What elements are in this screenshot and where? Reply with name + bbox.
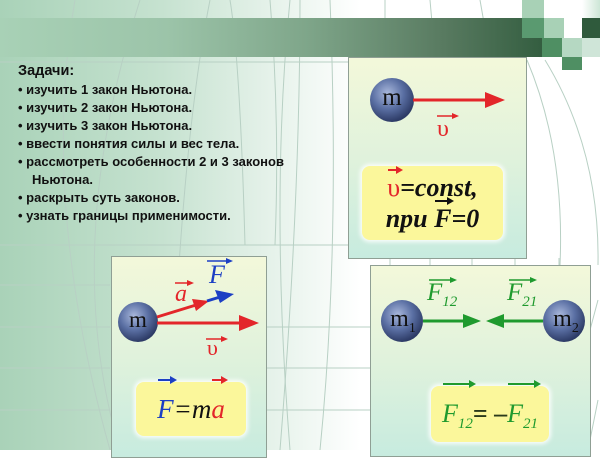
force12-subscript: 12 [442, 294, 458, 310]
velocity-label: υ [437, 116, 449, 142]
formula-equals-minus: = – [472, 399, 508, 428]
mass2-symbol: m [553, 306, 572, 332]
mass-label: m [382, 84, 402, 111]
mass2-ball [543, 300, 585, 342]
acceleration-label: a [175, 281, 187, 307]
force-arrow [206, 295, 221, 303]
newton2-formula: F=ma [136, 376, 246, 436]
task-item: • рассмотреть особенности 2 и 3 законов [18, 154, 284, 169]
mass1-symbol: m [390, 306, 409, 332]
task-item: • узнать границы применимости. [18, 208, 231, 223]
decor-square [562, 38, 582, 57]
decor-square [544, 18, 564, 38]
mass1-label: m1 [381, 306, 425, 337]
task-item: • изучить 3 закон Ньютона. [18, 118, 193, 133]
newton1-diagram [370, 78, 505, 122]
decor-square [522, 0, 544, 18]
formula-mass: =m [173, 394, 212, 424]
formula-const: =const, [400, 173, 478, 202]
mass-label: m [129, 307, 147, 332]
formula-force21-subscript: 21 [523, 416, 539, 433]
mass2-label: m2 [542, 306, 590, 337]
formula-zero: =0 [451, 204, 480, 233]
decor-square [542, 38, 562, 57]
velocity-label: υ [207, 335, 218, 360]
acceleration-arrow [156, 303, 197, 319]
formula-force21-symbol: F [507, 399, 524, 428]
tasks-list: Задачи: • изучить 1 закон Ньютона. • изу… [18, 62, 284, 225]
decor-square [582, 0, 600, 18]
force-label: F [209, 260, 225, 289]
force21-symbol: F [507, 279, 523, 306]
mass1-ball [381, 300, 423, 342]
formula-force12-subscript: 12 [457, 416, 473, 433]
decor-square [562, 57, 582, 70]
formula-condition: npu [385, 204, 435, 233]
task-item: • ввести понятия силы и вес тела. [18, 136, 240, 151]
newton3-formula: F12= –F21 [431, 379, 549, 442]
force12-label: F12 [427, 280, 457, 315]
mass2-subscript: 2 [571, 320, 579, 336]
mass-ball [118, 302, 158, 342]
newton-third-law-panel: m1 m2 F12 F21 F12= –F21 [370, 265, 591, 457]
header-banner [0, 18, 555, 57]
task-item-continuation: Ньютона. [32, 172, 93, 187]
task-item: • изучить 1 закон Ньютона. [18, 82, 193, 97]
formula-acceleration: a [211, 376, 228, 436]
newton-first-law-panel: m υ υ=const, npu F=0 [348, 57, 527, 259]
mass1-subscript: 1 [408, 320, 416, 336]
decor-square [582, 18, 600, 38]
arrowhead-icon [485, 92, 505, 108]
decor-square [582, 38, 600, 57]
formula-force12: F12 [441, 379, 476, 452]
formula-force21: F21 [507, 379, 541, 452]
formula-force12-symbol: F [441, 399, 458, 428]
newton3-diagram [381, 277, 585, 342]
formula-force: F [434, 197, 455, 233]
task-item: • раскрыть суть законов. [18, 190, 180, 205]
formula-velocity: υ [387, 166, 403, 202]
force21-subscript: 21 [522, 294, 538, 310]
newton1-formula: υ=const, npu F=0 [362, 166, 503, 240]
arrowhead-icon [486, 314, 504, 328]
task-item: • изучить 2 закон Ньютона. [18, 100, 193, 115]
force21-label: F21 [507, 280, 537, 315]
force12-symbol: F [427, 279, 443, 306]
arrowhead-icon [463, 314, 481, 328]
newton2-diagram [118, 258, 259, 342]
formula-force: F [157, 376, 177, 436]
newton-second-law-panel: m a F υ F=ma [111, 256, 267, 458]
decor-square [522, 18, 544, 38]
arrowhead-icon [239, 315, 259, 331]
mass-ball [370, 78, 414, 122]
tasks-title: Задачи: [18, 63, 75, 79]
